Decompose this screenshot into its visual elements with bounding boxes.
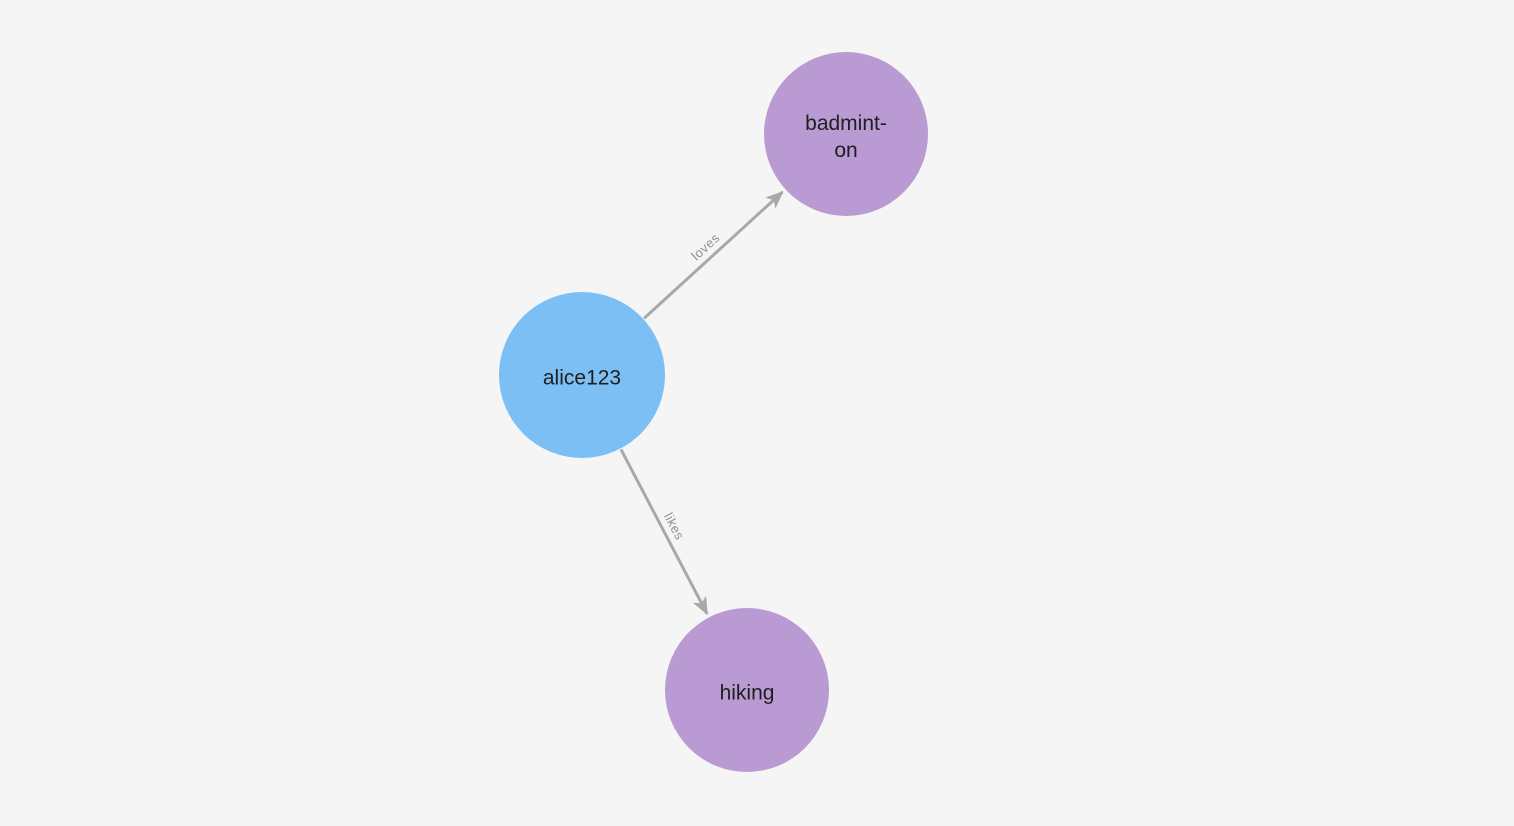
node-circle-badminton[interactable] <box>764 52 928 216</box>
node-label-alice123-line0: alice123 <box>543 366 621 389</box>
node-label-hiking-line0: hiking <box>720 681 775 704</box>
graph-edge-likes[interactable]: likes <box>619 448 709 616</box>
graph-node-alice123[interactable]: alice123 <box>499 292 665 458</box>
edge-label-likes: likes <box>661 510 688 542</box>
graph-node-hiking[interactable]: hiking <box>665 608 829 772</box>
node-label-badminton-line1: on <box>834 139 857 162</box>
edge-line-likes[interactable] <box>619 448 709 616</box>
graph-node-badminton[interactable]: badmint-on <box>764 52 928 216</box>
node-circle-hiking[interactable] <box>665 608 829 772</box>
edge-line-loves[interactable] <box>643 190 784 320</box>
graph-edge-loves[interactable]: loves <box>643 190 784 320</box>
edge-label-loves: loves <box>688 230 722 263</box>
node-label-badminton-line0: badmint- <box>805 112 887 135</box>
node-circle-alice123[interactable] <box>499 292 665 458</box>
